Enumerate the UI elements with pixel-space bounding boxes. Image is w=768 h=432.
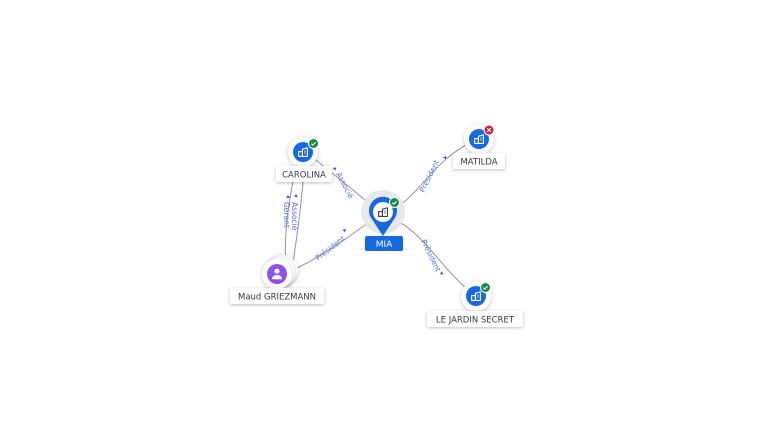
node-label-mia: MIA (376, 240, 393, 250)
center-node-label-box (365, 236, 403, 251)
edge-arrow (333, 167, 337, 171)
check-badge-icon (308, 138, 319, 149)
edge-arrow (342, 229, 346, 233)
check-badge-icon (480, 282, 491, 293)
edge-label-maud-carolina-2: Associé (290, 202, 299, 231)
edge-arrow (442, 156, 447, 160)
edge-label-mia-jardin: Président (419, 238, 442, 273)
node-label-le-jardin-secret: LE JARDIN SECRET (436, 316, 515, 326)
edge-label-maud-mia: Président (314, 234, 347, 263)
person-icon (271, 268, 283, 280)
edge-label-maud-carolina-1: Gérant (282, 202, 291, 228)
node-le-jardin-secret[interactable]: LE JARDIN SECRET (427, 281, 523, 327)
node-label-box (453, 153, 505, 169)
edge-arrow (286, 195, 290, 198)
check-badge-icon (389, 197, 400, 208)
node-label-box (230, 288, 324, 304)
person-node-circle (267, 264, 287, 284)
node-maud-griezmann[interactable]: Maud GRIEZMANN (230, 255, 324, 304)
node-mia-center[interactable]: MIA (361, 190, 405, 251)
edge-arrow (440, 271, 444, 275)
node-label-maud-griezmann: Maud GRIEZMANN (238, 293, 316, 303)
edge-arrow (294, 194, 298, 197)
edge-label-mia-matilda: Président (418, 158, 441, 193)
edge-label-carolina-mia: Associé (334, 171, 355, 201)
node-label-matilda: MATILDA (460, 158, 497, 168)
node-matilda[interactable]: MATILDA (453, 124, 505, 169)
node-label-box (276, 166, 332, 182)
node-carolina[interactable]: CAROLINA (276, 137, 332, 182)
node-label-carolina: CAROLINA (282, 171, 326, 181)
node-label-box (427, 311, 523, 327)
cross-badge-icon (483, 124, 495, 136)
